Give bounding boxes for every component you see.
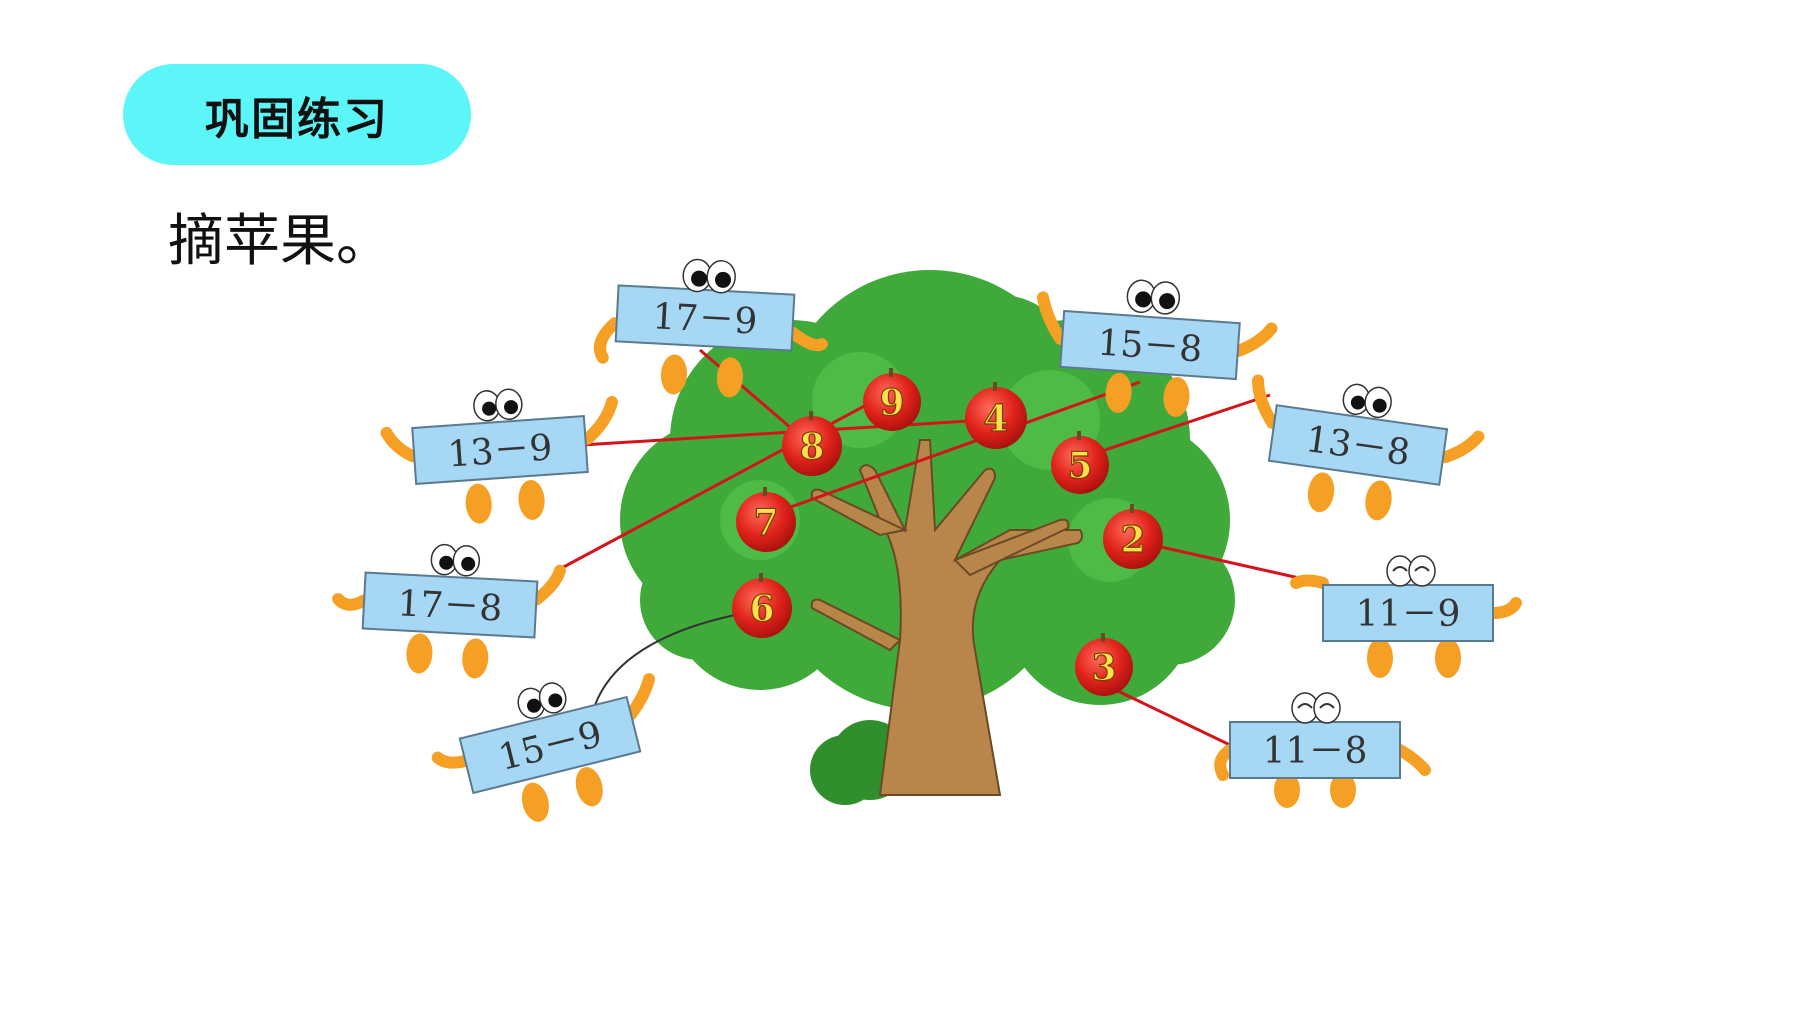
apple-7: 7 — [736, 487, 796, 552]
apple-2: 2 — [1103, 504, 1163, 569]
apple-label-4: 4 — [983, 398, 1008, 440]
apple-label-3: 3 — [1091, 647, 1116, 689]
card-17-9: 17－9 — [594, 258, 828, 398]
match-line-13-8 — [1074, 393, 1271, 462]
apple-label-8: 8 — [799, 426, 824, 468]
card-label-17-9: 17－9 — [652, 296, 759, 342]
card-15-8: 15－8 — [1037, 279, 1278, 417]
tree-trunk — [810, 439, 1084, 796]
apple-label-9: 9 — [879, 382, 904, 424]
apple-9: 9 — [863, 368, 921, 431]
card-label-13-9: 13－9 — [446, 427, 553, 475]
apple-4: 4 — [965, 382, 1027, 449]
apple-6: 6 — [732, 573, 792, 638]
apples: 9 4 8 5 7 2 6 — [732, 368, 1163, 696]
section-badge: 巩固练习 — [123, 64, 471, 165]
section-badge-label: 巩固练习 — [205, 93, 389, 145]
match-line-13-9 — [581, 418, 986, 447]
apple-label-6: 6 — [749, 588, 774, 630]
card-label-11-8: 11－8 — [1263, 731, 1368, 772]
card-15-9: 15－9 — [431, 673, 655, 822]
card-11-9: 11－9 — [1290, 555, 1522, 678]
card-label-15-8: 15－8 — [1096, 322, 1203, 370]
card-11-8: 11－8 — [1214, 692, 1431, 808]
apple-3: 3 — [1075, 633, 1133, 696]
exercise-prompt: 摘苹果。 — [168, 209, 392, 274]
apple-5: 5 — [1051, 431, 1109, 494]
apple-8: 8 — [782, 411, 842, 476]
card-17-8: 17－8 — [332, 543, 566, 679]
match-line-15-8 — [759, 380, 1141, 520]
card-label-11-9: 11－9 — [1356, 594, 1461, 635]
number-cards: 17－9 15－8 13－9 — [332, 258, 1522, 822]
match-line-15-9 — [594, 614, 736, 706]
card-label-17-8: 17－8 — [397, 583, 504, 629]
apple-label-5: 5 — [1067, 445, 1092, 487]
apple-label-7: 7 — [753, 502, 778, 544]
card-13-8: 13－8 — [1252, 374, 1485, 521]
match-line-17-9 — [699, 348, 806, 442]
apple-label-2: 2 — [1120, 519, 1145, 561]
card-13-9: 13－9 — [380, 388, 618, 524]
